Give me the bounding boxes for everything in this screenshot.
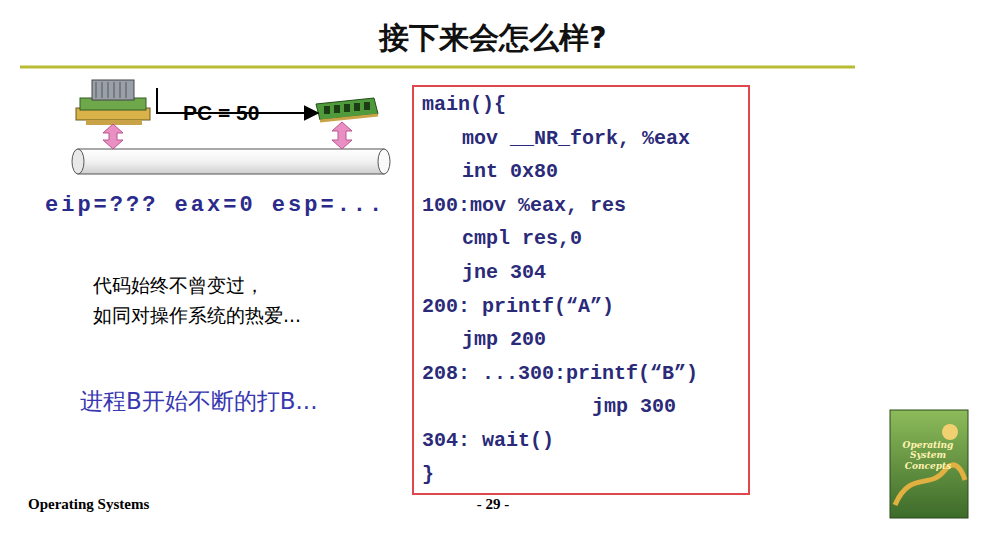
book-title: Operating System Concepts	[897, 440, 959, 471]
code-line: main(){	[422, 93, 506, 117]
memory-icon	[316, 98, 378, 121]
code-line: }	[422, 463, 434, 487]
code-line: 200: printf(“A”)	[422, 295, 614, 319]
cpu-icon	[76, 80, 150, 125]
code-line: jmp 200	[462, 328, 546, 352]
code-line: 100:mov %eax, res	[422, 194, 626, 218]
page-number: - 29 -	[477, 496, 510, 513]
register-state: eip=??? eax=0 esp=...	[45, 193, 385, 218]
code-line: cmpl res,0	[462, 227, 582, 251]
code-box: main(){ mov __NR_fork, %eax int 0x80 100:mo…	[412, 85, 750, 495]
code-line: jne 304	[462, 261, 546, 285]
process-note: 进程B开始不断的打B...	[80, 388, 318, 414]
code-line: jmp 300	[592, 395, 676, 419]
code-line: 304: wait()	[422, 429, 554, 453]
footer-course: Operating Systems	[28, 496, 149, 513]
book-cover	[890, 410, 968, 518]
note-text: 如同对操作系统的热爱...	[93, 305, 301, 327]
bus-cylinder	[72, 149, 390, 174]
pc-label: PC = 50	[183, 101, 259, 125]
code-line: mov __NR_fork, %eax	[462, 127, 690, 151]
note-text: 代码始终不曾变过，	[93, 275, 264, 297]
title-rule	[20, 66, 855, 69]
bus-arrow	[103, 122, 352, 149]
slide-title: 接下来会怎么样?	[379, 18, 606, 59]
code-line: int 0x80	[462, 160, 558, 184]
code-line: 208: ...300:printf(“B”)	[422, 362, 698, 386]
